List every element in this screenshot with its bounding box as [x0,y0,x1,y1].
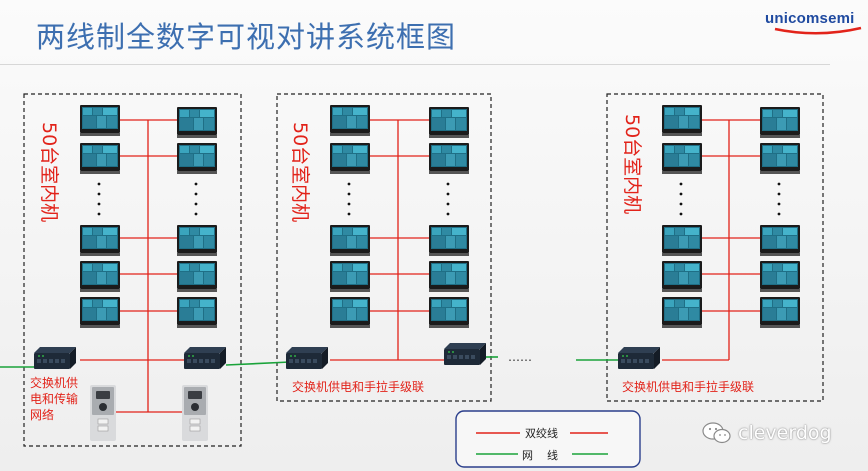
watermark: cleverdog [702,420,832,446]
indoor-monitor [429,225,469,256]
indoor-monitor [760,143,800,174]
cascade-ellipsis: …… [508,350,532,364]
indoor-monitor [662,225,702,256]
wechat-icon [702,422,731,444]
block-2-frame [276,93,492,402]
indoor-monitor [330,105,370,136]
block-1-frame [23,93,242,447]
caption-line: 交换机供 [30,375,78,390]
brand-logo: unicomsemi [765,8,865,36]
indoor-monitor [330,225,370,256]
legend-twisted-pair-label: 双绞线 [525,426,558,440]
indoor-monitor [662,297,702,328]
indoor-monitor [429,297,469,328]
indoor-monitor [177,225,217,256]
ellipsis-dots [347,182,450,216]
block-2-vertical-label: 50台室内机 [289,122,311,222]
indoor-monitor [177,297,217,328]
legend-label-bg [518,446,572,462]
logo-text: unicomsemi [765,10,855,27]
indoor-monitor [330,143,370,174]
network-switch [286,347,328,369]
indoor-monitor [80,143,120,174]
logo-swoosh-icon [774,26,862,35]
page-title: 两线制全数字可视对讲系统框图 [36,20,457,54]
indoor-monitor [760,107,800,138]
indoor-monitor [429,261,469,292]
title-divider [0,64,830,65]
block-2-twisted-pair [330,119,444,361]
network-switch [444,343,486,365]
indoor-monitor [662,143,702,174]
network-switch [184,347,226,369]
indoor-monitor [80,105,120,136]
indoor-monitor [177,107,217,138]
door-station [181,384,209,442]
block-1-vertical-label: 50台室内机 [38,122,60,222]
legend-network-label: 网 线 [522,448,558,462]
network-switch [34,347,76,369]
indoor-monitor [80,225,120,256]
block-1-twisted-pair [80,119,190,413]
watermark-text: cleverdog [738,422,832,444]
legend-label-bg [520,424,570,440]
indoor-monitor [330,261,370,292]
indoor-monitor [80,261,120,292]
block-1-switch-caption: 交换机供 电和传输 网络 [30,375,82,422]
block-3-twisted-pair [662,119,760,361]
indoor-monitor [662,105,702,136]
door-station [89,384,117,442]
ellipsis-dots [679,182,781,216]
indoor-monitor [429,143,469,174]
ellipsis-dots [97,182,198,216]
caption-line: 电和传输 [30,391,78,406]
block-3-frame [606,93,824,402]
block-2-switch-caption: 交换机供电和手拉手级联 [292,379,424,394]
indoor-monitor [80,297,120,328]
indoor-monitor [760,225,800,256]
indoor-monitor [760,261,800,292]
caption-line: 网络 [30,407,54,422]
indoor-monitor [760,297,800,328]
indoor-monitor [662,261,702,292]
indoor-monitor [177,143,217,174]
block-3-switch-caption: 交换机供电和手拉手级联 [622,379,754,394]
indoor-monitor [330,297,370,328]
indoor-monitor [429,107,469,138]
network-switch [618,347,660,369]
block-3-vertical-label: 50台室内机 [621,114,643,214]
network-cable [0,356,618,368]
indoor-monitor [177,261,217,292]
